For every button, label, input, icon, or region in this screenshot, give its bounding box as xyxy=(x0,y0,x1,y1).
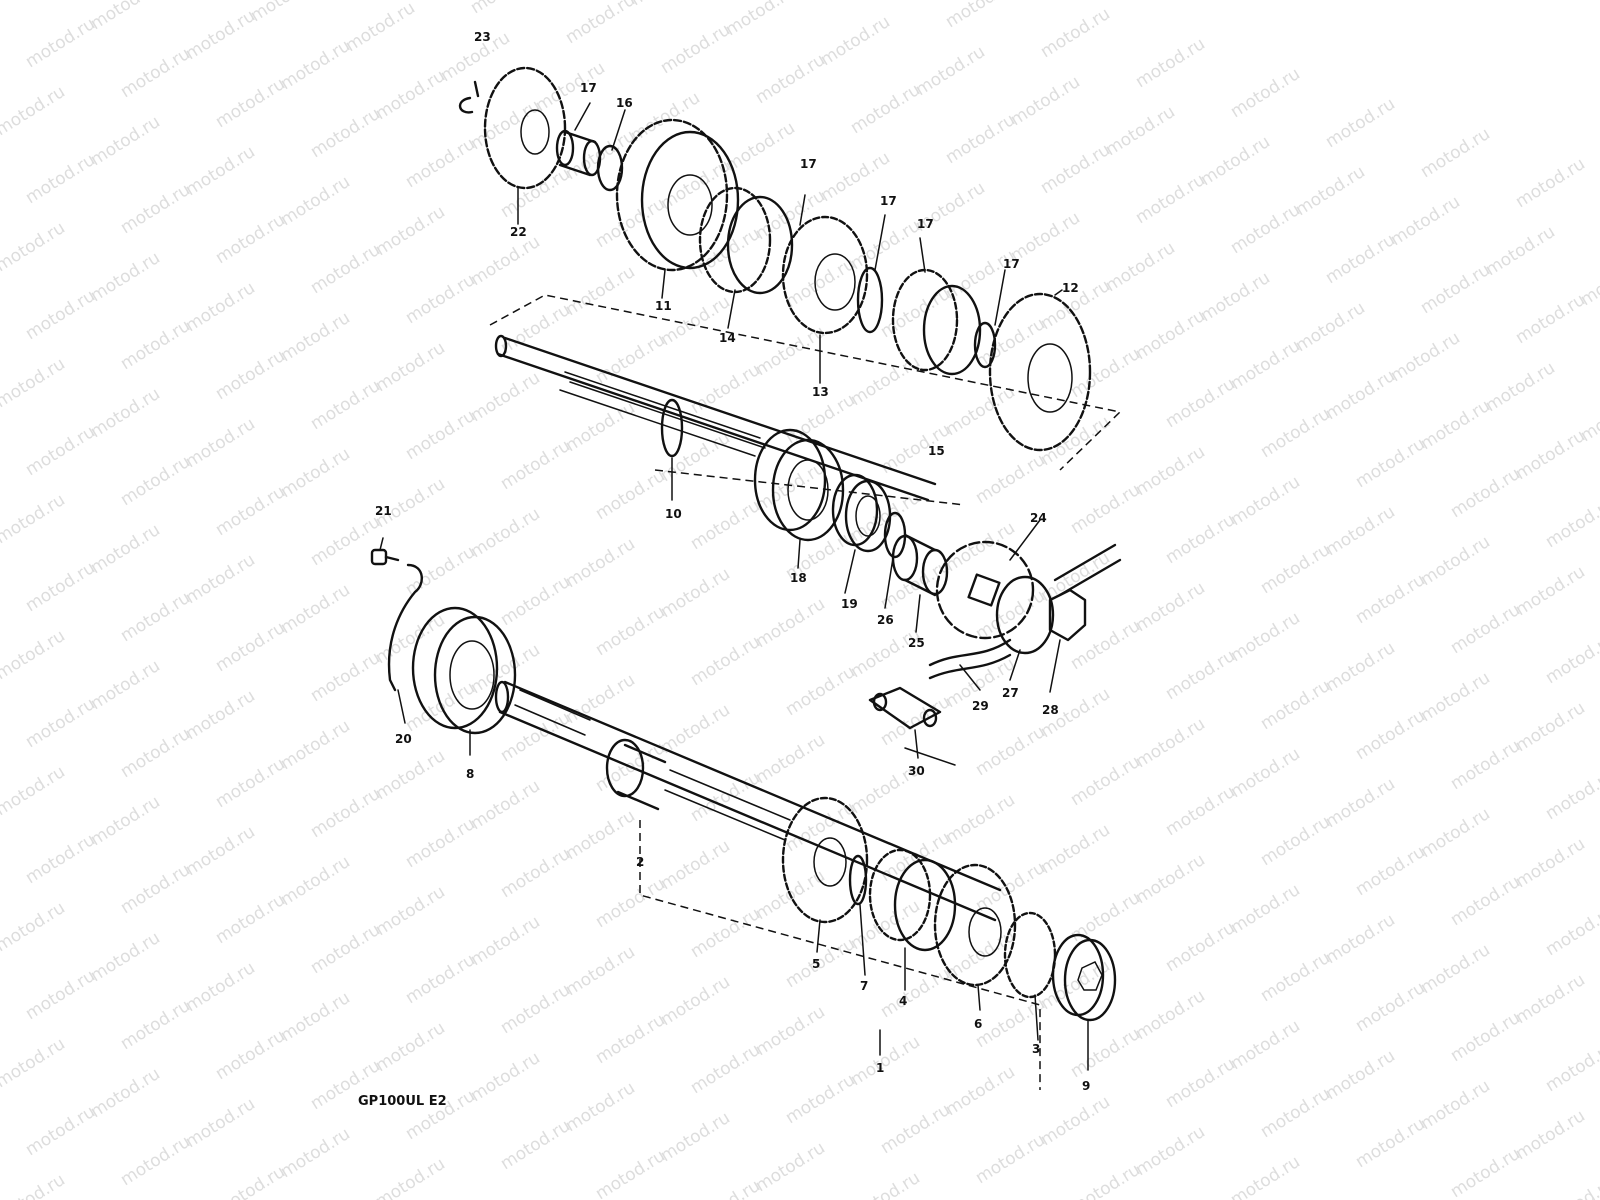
part-label-19: 17 xyxy=(580,81,597,95)
spacer-27 xyxy=(891,533,949,597)
nut-30 xyxy=(1048,588,1087,642)
part-label-20: 18 xyxy=(790,571,807,585)
driveshaft xyxy=(494,680,1002,922)
part-label-2: 2 xyxy=(636,855,645,869)
washer-18 xyxy=(856,266,884,334)
washer-16 xyxy=(596,144,624,192)
part-label-15: 15 xyxy=(928,444,945,458)
part-label-26: 24 xyxy=(1030,511,1047,525)
part-label-17a: 17 xyxy=(800,157,817,171)
gear-3 xyxy=(1003,911,1057,999)
part-label-30: 28 xyxy=(1042,703,1059,717)
circlip-28 xyxy=(883,511,907,559)
part-label-14: 14 xyxy=(719,331,736,345)
leader-lines xyxy=(379,102,1089,1071)
gear-5 xyxy=(781,796,869,924)
model-code: GP100UL E2 xyxy=(358,1094,447,1109)
part-label-7: 7 xyxy=(860,979,869,993)
oil-seal-21 xyxy=(831,473,892,553)
part-label-3: 3 xyxy=(1032,1042,1041,1056)
part-label-31: 29 xyxy=(972,699,989,713)
part-label-23: 21 xyxy=(375,504,392,518)
gear-6 xyxy=(933,863,1017,987)
circlip-17 xyxy=(973,321,997,369)
gear-11 xyxy=(615,118,740,272)
part-label-10: 10 xyxy=(665,507,682,521)
part-label-5: 5 xyxy=(812,957,821,971)
chain-joint-32 xyxy=(868,686,956,766)
part-label-24: 22 xyxy=(510,225,527,239)
countershaft-bracket xyxy=(489,294,1122,471)
part-label-1: 1 xyxy=(876,1061,885,1075)
part-label-9: 9 xyxy=(1082,1079,1091,1093)
part-label-17c: 17 xyxy=(1003,257,1020,271)
part-label-11: 11 xyxy=(655,299,672,313)
gear-4 xyxy=(868,848,957,952)
gear-24 xyxy=(483,66,567,190)
part-label-6: 6 xyxy=(974,1017,983,1031)
bolt-23 xyxy=(370,548,400,566)
bearing-plate-22 xyxy=(387,563,423,692)
gear-12 xyxy=(988,292,1092,452)
drive-chain-31 xyxy=(928,543,1122,680)
part-label-16: 16 xyxy=(616,96,633,110)
bearing-8 xyxy=(411,606,517,735)
part-label-4: 4 xyxy=(899,994,908,1008)
bearing-20 xyxy=(753,428,845,542)
part-label-22: 20 xyxy=(395,732,412,746)
part-label-32: 30 xyxy=(908,764,925,778)
part-label-17b: 17 xyxy=(917,217,934,231)
part-label-18: 17 xyxy=(880,194,897,208)
gear-13 xyxy=(781,215,869,335)
sprocket-26 xyxy=(935,540,1035,640)
countershaft-bracket-base xyxy=(654,469,966,506)
part-label-21: 19 xyxy=(841,597,858,611)
part-label-8: 8 xyxy=(466,767,475,781)
part-label-29: 27 xyxy=(1002,686,1019,700)
part-label-13: 13 xyxy=(812,385,829,399)
part-label-27: 25 xyxy=(908,636,925,650)
part-label-25: 23 xyxy=(474,30,491,44)
circlip-7 xyxy=(848,854,868,906)
pin-25 xyxy=(458,80,480,114)
gear-14 xyxy=(698,186,794,295)
washer-29 xyxy=(995,575,1055,655)
bearing-9 xyxy=(1051,933,1117,1022)
gear-17-assembly xyxy=(891,268,982,376)
part-label-28: 26 xyxy=(877,613,894,627)
part-label-12: 12 xyxy=(1062,281,1079,295)
